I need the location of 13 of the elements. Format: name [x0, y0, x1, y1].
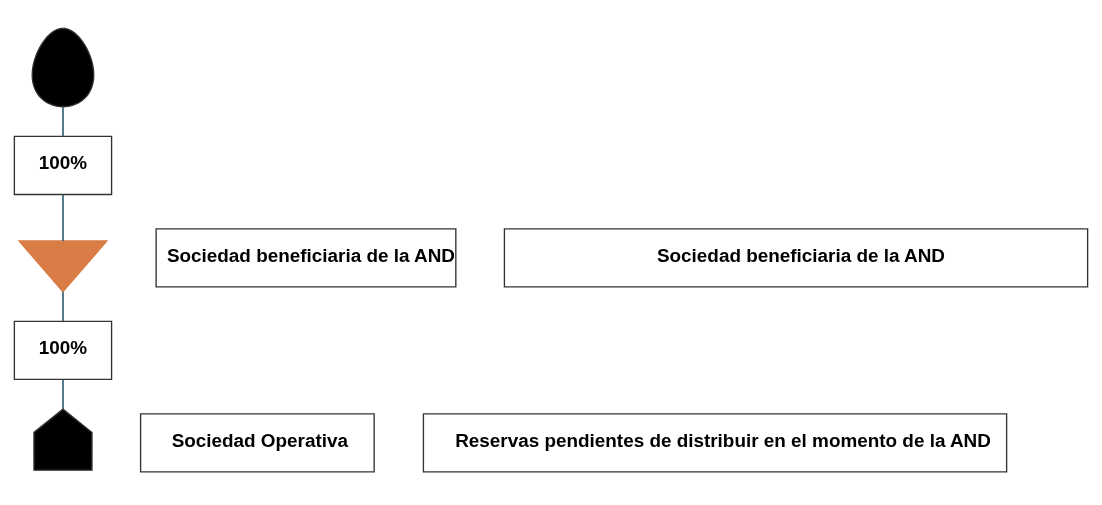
connector — [62, 378, 64, 410]
node-box: Sociedad Operativa — [139, 413, 375, 473]
connector — [62, 193, 64, 242]
node-box: Reservas pendientes de distribuir en el momento de la AND — [422, 413, 1008, 473]
node-box: 100% — [13, 135, 113, 196]
connector — [62, 290, 64, 322]
node-umbrella — [17, 240, 109, 293]
node-person — [31, 27, 95, 108]
connector — [62, 106, 64, 137]
node-box: Sociedad beneficiaria de la AND — [155, 228, 457, 288]
node-box: Sociedad beneficiaria de la AND — [503, 228, 1089, 288]
node-shop — [33, 408, 93, 471]
node-box: 100% — [13, 320, 113, 381]
